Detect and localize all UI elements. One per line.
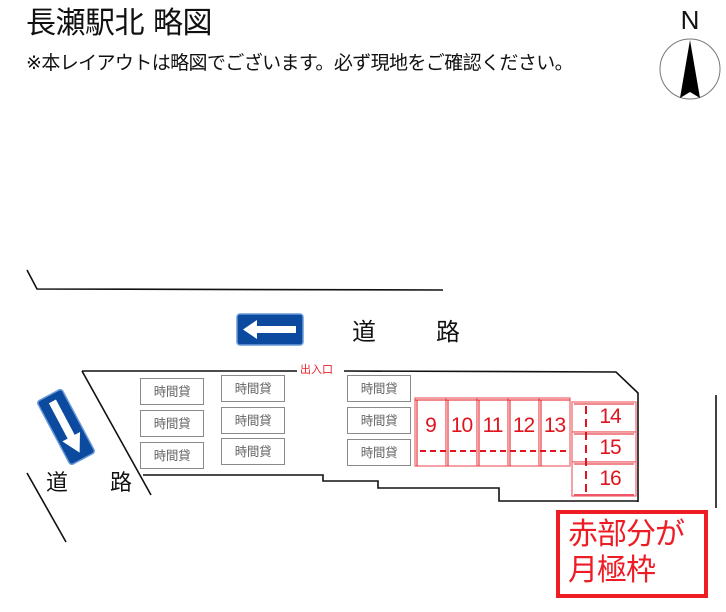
left-road-label-1: 道 [46,471,69,496]
page-title: 長瀬駅北 略図 [26,6,213,41]
monthly-space-15: 15 [599,436,621,459]
hourly-space: 時間貸 [140,410,204,437]
monthly-space-11: 11 [482,414,504,437]
monthly-space-16: 16 [599,467,621,490]
monthly-stalls-horizontal-inner [574,403,634,496]
one-way-down-arrow-icon [37,388,95,466]
monthly-space-9: 9 [425,414,437,437]
hourly-space: 時間貸 [140,378,204,405]
hourly-space: 時間貸 [347,439,411,466]
hourly-space: 時間貸 [347,375,411,402]
hourly-space: 時間貸 [347,407,411,434]
north-arrow-icon [659,38,721,100]
monthly-space-10: 10 [450,414,473,437]
lot-boundary [81,370,639,502]
hourly-space: 時間貸 [221,407,285,434]
top-road-edge [26,269,444,291]
monthly-space-14: 14 [599,405,621,428]
legend-line-2: 月極枠 [568,553,656,588]
entrance-label: 出入口 [298,363,335,377]
hourly-space: 時間貸 [221,438,285,465]
top-road-label-1: 道 [352,318,376,346]
monthly-stalls-vertical [414,397,571,467]
monthly-legend: 赤部分が 月極枠 [556,510,708,598]
hourly-space: 時間貸 [140,442,204,469]
monthly-space-12: 12 [512,414,535,437]
compass: N [658,6,722,102]
monthly-space-13: 13 [543,414,566,437]
monthly-stalls-vertical-inner [415,399,570,466]
left-road-edge [26,472,67,543]
disclaimer-text: ※本レイアウトは略図でございます。必ず現地をご確認ください。 [26,52,574,74]
hourly-space: 時間貸 [221,375,285,402]
left-road-label-2: 路 [110,471,133,496]
monthly-stalls-horizontal [571,401,637,497]
compass-north-label: N [680,5,700,35]
legend-line-1: 赤部分が [568,517,685,552]
top-road-label-2: 路 [436,318,460,346]
one-way-left-arrow-icon [236,313,304,346]
